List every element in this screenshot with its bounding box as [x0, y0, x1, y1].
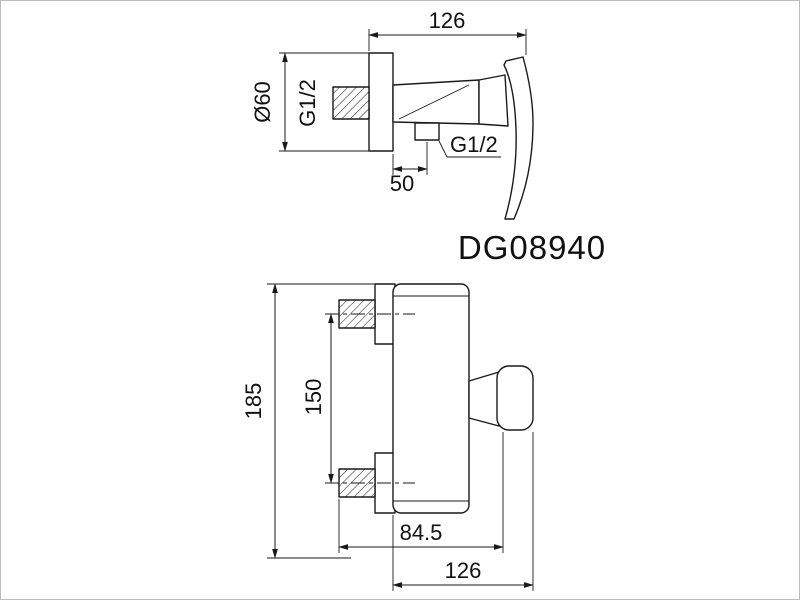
- model-number: DG08940: [458, 229, 606, 266]
- dim-label-126-top: 126: [429, 8, 466, 33]
- mixer-body-front: [392, 283, 470, 514]
- label-outlet-thread: G1/2: [450, 132, 498, 157]
- escutcheon-side: [368, 52, 394, 152]
- cartridge-housing: [478, 74, 509, 127]
- dim-label-126-bottom: 126: [445, 558, 482, 583]
- dim-inlet-spacing: 150: [301, 313, 334, 484]
- dim-overall-depth: 126: [392, 432, 534, 591]
- shower-outlet: [414, 122, 440, 141]
- dim-label-84-5: 84.5: [400, 520, 443, 545]
- dim-body-depth: 84.5: [338, 432, 504, 553]
- dim-overall-width-top: 126: [368, 8, 527, 55]
- label-inlet-thread: G1/2: [295, 79, 320, 127]
- side-view: 126 Ø60 G1/2 G1/2 50: [250, 8, 534, 220]
- dim-label-diameter: Ø60: [250, 81, 275, 123]
- dim-outlet-offset: 50: [390, 142, 428, 196]
- label-outlet-thread-group: G1/2: [438, 132, 501, 158]
- body-internal-line: [398, 84, 470, 120]
- front-view: 185 150 84.5 126: [241, 283, 534, 591]
- dim-escutcheon-diameter: Ø60: [250, 52, 369, 152]
- dim-label-185: 185: [241, 383, 266, 420]
- dim-overall-height: 185: [241, 283, 375, 559]
- dim-label-150: 150: [301, 379, 326, 416]
- inlet-nipple-outline: [332, 86, 370, 120]
- inlet-nipple-threads: [333, 87, 369, 119]
- handle-stem: [468, 371, 500, 427]
- handle-lever-side: [503, 56, 534, 220]
- dim-label-50: 50: [390, 171, 414, 196]
- handle-blade: [496, 365, 534, 431]
